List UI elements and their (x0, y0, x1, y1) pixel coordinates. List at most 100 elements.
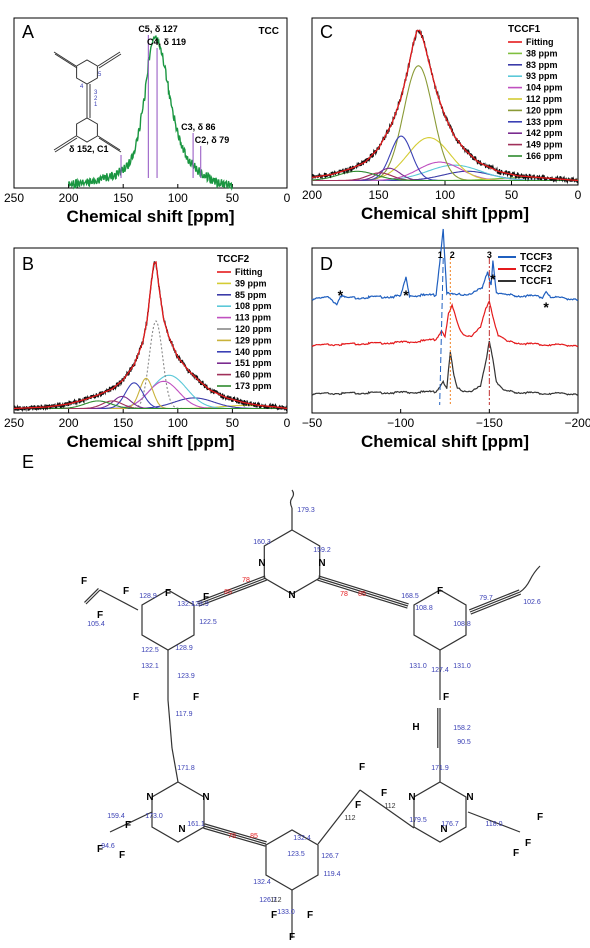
shift-label-blue: 127.4 (431, 667, 449, 674)
legend-label: 120 ppm (526, 105, 563, 115)
atom-label: N (440, 824, 447, 835)
shift-label-blue: 158.2 (453, 725, 471, 732)
peak-annotation: * (338, 287, 344, 303)
peak-annotation: * (403, 287, 409, 303)
peak-annotation: 1 (438, 250, 443, 260)
atom-label: F (123, 586, 129, 597)
atom-label: F (525, 838, 531, 849)
shift-label-blue: 105.4 (87, 621, 105, 628)
legend-label: 140 ppm (235, 347, 272, 357)
atom-label: N (408, 792, 415, 803)
peak-annotation: 2 (450, 250, 455, 260)
legend-label: TCCF3 (520, 252, 553, 263)
legend-label: 133 ppm (526, 117, 563, 127)
peak-annotation: C5, δ 127 (138, 24, 177, 34)
atom-label: N (466, 792, 473, 803)
fitting-envelope (311, 29, 579, 182)
shift-label-blue: 132.1 (177, 601, 195, 608)
atom-label: H (412, 722, 419, 733)
bonds (84, 489, 541, 938)
x-tick-label: 200 (59, 416, 79, 430)
shift-label-blue: 126.7 (321, 853, 339, 860)
legend-label: 129 ppm (235, 335, 272, 345)
shift-label-blue: 159.2 (313, 547, 331, 554)
atom-label: F (359, 762, 365, 773)
atom-label: F (537, 812, 543, 823)
peak-annotation: C3, δ 86 (181, 122, 215, 132)
atom-label: F (125, 820, 131, 831)
panel-title: TCC (258, 26, 279, 37)
atom-label: F (133, 692, 139, 703)
shift-label-blue: 171.8 (177, 765, 195, 772)
shift-label-blue: 102.6 (523, 599, 541, 606)
shift-label-red: 78 (228, 833, 236, 840)
atom-label: F (97, 610, 103, 621)
legend-label: 83 ppm (526, 60, 558, 70)
shift-label-blue: 173.0 (145, 813, 163, 820)
fit-component (14, 400, 287, 410)
legend-label: 112 ppm (526, 94, 562, 104)
panel-letter: E (22, 452, 34, 472)
shift-label-blue: 176.7 (441, 821, 459, 828)
series-line (311, 228, 579, 306)
x-tick-label: 200 (302, 188, 322, 202)
shift-label-blue: 171.9 (431, 765, 449, 772)
shift-label-blue: 108.8 (415, 605, 433, 612)
atom-label: N (318, 558, 325, 569)
x-tick-label: 150 (113, 416, 133, 430)
legend-label: 149 ppm (526, 140, 563, 150)
x-tick-label: 150 (113, 191, 133, 205)
shift-label-blue: 128.9 (175, 645, 193, 652)
legend-label: 85 ppm (235, 290, 267, 300)
plot-frame (311, 247, 579, 414)
shift-label-black: 112 (384, 803, 395, 810)
x-tick-label: 50 (226, 416, 240, 430)
fitting-envelope (14, 260, 288, 410)
atom-label: F (289, 932, 295, 943)
shift-label-blue: 123.9 (177, 673, 195, 680)
shift-label-black: 112 (344, 815, 355, 822)
shift-label-blue: 159.4 (107, 813, 125, 820)
atom-label: N (178, 824, 185, 835)
legend-label: 173 ppm (235, 381, 272, 391)
shift-label-blue: 90.5 (457, 739, 471, 746)
atom-label: N (202, 792, 209, 803)
panel-title: TCCF1 (508, 24, 541, 35)
atom-number: 5 (98, 72, 102, 78)
shift-label-blue: 128.9 (191, 601, 209, 608)
atom-label: F (165, 588, 171, 599)
x-tick-label: 100 (435, 188, 455, 202)
shift-label-blue: 179.5 (409, 817, 427, 824)
shift-label-red: 85 (358, 591, 366, 598)
shift-label-blue: 131.0 (453, 663, 471, 670)
x-tick-label: 200 (59, 191, 79, 205)
atom-number: 4 (80, 84, 84, 90)
atom-label: N (258, 558, 265, 569)
shift-label-black: 112 (270, 897, 281, 904)
atom-label: N (146, 792, 153, 803)
shift-label-blue: 123.5 (287, 851, 305, 858)
plot-frame (13, 17, 288, 189)
shift-label-blue: 161.1 (187, 821, 205, 828)
shift-label-blue: 132.4 (253, 879, 271, 886)
shift-label-blue: 122.5 (141, 647, 159, 654)
peak-annotation: 3 (487, 250, 492, 260)
plot-frame (13, 247, 288, 414)
shift-label-blue: 122.5 (199, 619, 217, 626)
shift-label-blue: 108.8 (453, 621, 471, 628)
atom-label: F (119, 850, 125, 861)
atom-label: F (437, 586, 443, 597)
fit-component (311, 170, 578, 182)
atom-label: F (443, 692, 449, 703)
legend-label: 108 ppm (235, 301, 272, 311)
shift-label-blue: 179.3 (297, 507, 315, 514)
shift-label-blue: 119.4 (324, 871, 341, 878)
legend-label: 113 ppm (235, 313, 271, 323)
shift-label-blue: 131.0 (409, 663, 427, 670)
